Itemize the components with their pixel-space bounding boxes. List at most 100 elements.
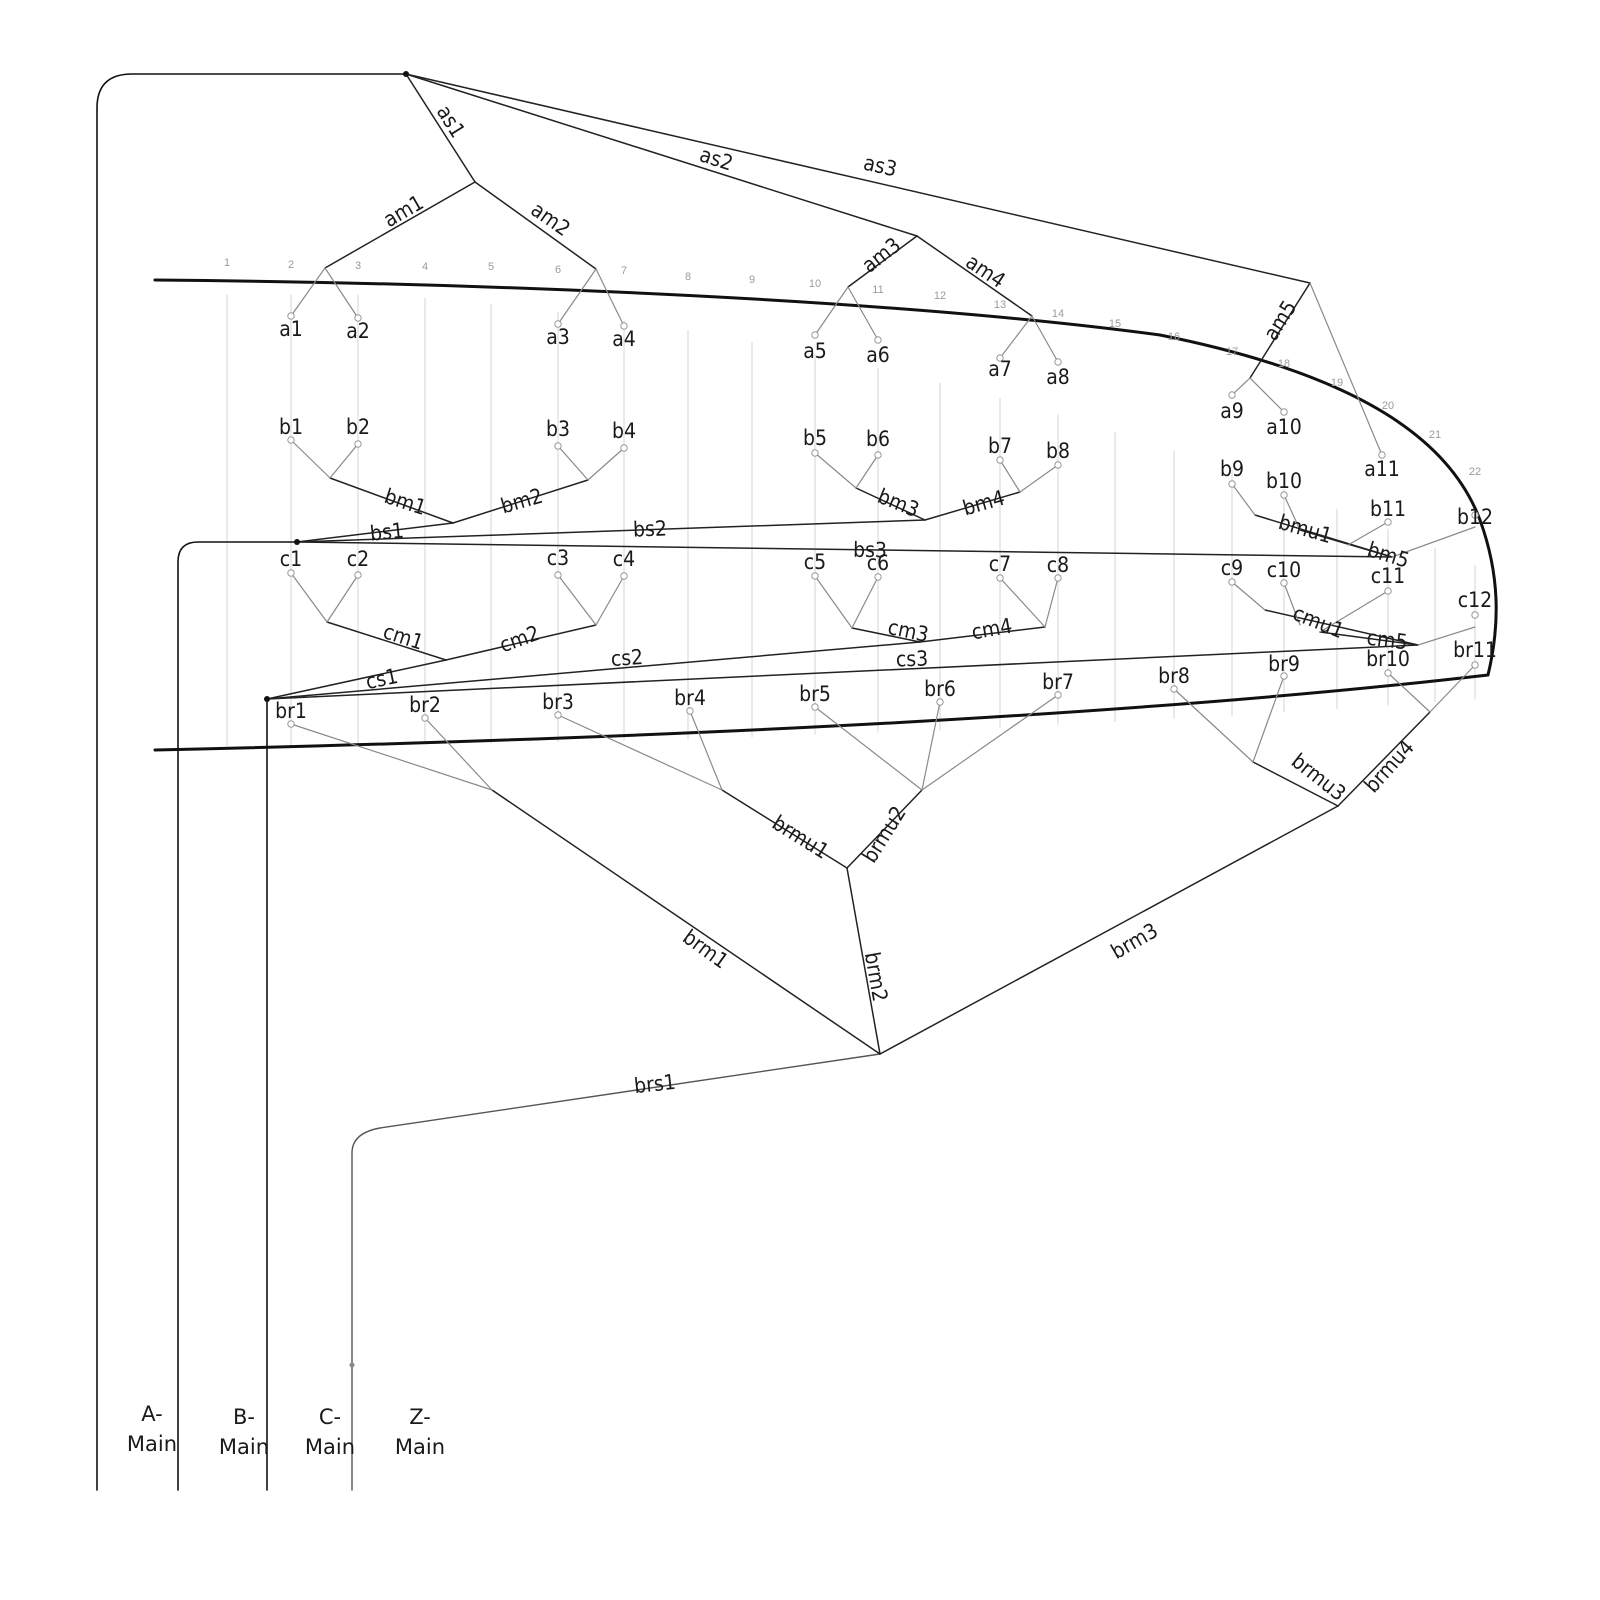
node-label-a2: a2 [346, 319, 370, 343]
node-label-a9: a9 [1220, 399, 1244, 423]
b2-drop [329, 443, 359, 479]
node-label-c7: c7 [989, 552, 1011, 576]
b-node [811, 449, 819, 457]
branch-label-cm4: cm4 [970, 614, 1014, 645]
br-node [1384, 669, 1392, 677]
br-node [936, 698, 944, 706]
b4-drop [587, 447, 625, 481]
node-label-c10: c10 [1267, 558, 1301, 582]
bm4-wire [924, 491, 1021, 521]
branch-label-cs2: cs2 [610, 645, 644, 671]
br11-drop [1429, 664, 1476, 713]
branch-label-bm2: bm2 [498, 484, 545, 519]
b7-drop [999, 459, 1021, 493]
column-number-7: 7 [621, 265, 627, 277]
a-node [1378, 451, 1386, 459]
c-node [620, 572, 628, 580]
b-node [874, 451, 882, 459]
cm2-wire [445, 624, 597, 661]
c3-drop [557, 574, 597, 626]
cm3-wire [851, 627, 921, 643]
column-number-5: 5 [488, 261, 494, 273]
cs3-wire [266, 644, 1419, 700]
b-node [554, 442, 562, 450]
node-label-a1: a1 [279, 317, 303, 341]
branch-label-brmu1: brmu1 [768, 811, 833, 864]
node-label-c12: c12 [1458, 588, 1492, 612]
bm1-wire [329, 477, 454, 524]
z-main-marker [349, 1362, 355, 1368]
wing-top-edge [153, 278, 1498, 677]
brm1-wire [491, 789, 881, 1055]
b-main-label-line1: B- [233, 1405, 255, 1429]
node-label-br3: br3 [542, 690, 574, 714]
br3-drop [557, 714, 723, 791]
a2-drop [324, 267, 359, 319]
bm5-wire [1299, 529, 1393, 558]
a-node [1228, 391, 1236, 399]
b-main-junction [294, 539, 300, 545]
br8-drop [1173, 688, 1254, 763]
node-label-c6: c6 [867, 551, 889, 575]
node-label-a4: a4 [612, 327, 636, 351]
node-label-c9: c9 [1221, 556, 1243, 580]
c-node [1384, 587, 1392, 595]
column-number-22: 22 [1469, 466, 1481, 478]
a4-drop [595, 268, 625, 327]
branch-label-brm2: brm2 [860, 950, 892, 1003]
branch-label-cs1: cs1 [364, 664, 401, 694]
c-main-label-line1: C- [319, 1405, 341, 1429]
b11-drop [1347, 521, 1389, 546]
branch-label-brm3: brm3 [1107, 918, 1162, 964]
node-label-br9: br9 [1268, 652, 1300, 676]
column-grid [226, 294, 1476, 747]
b-node [1471, 511, 1479, 519]
br-node [287, 720, 295, 728]
c-node [1471, 611, 1479, 619]
node-label-br10: br10 [1366, 647, 1410, 671]
node-label-b6: b6 [866, 427, 890, 451]
node-label-c4: c4 [613, 547, 635, 571]
brmu2-wire [846, 789, 923, 869]
bm3-wire [855, 487, 926, 521]
branch-label-am2: am2 [526, 197, 574, 241]
column-number-4: 4 [422, 261, 428, 273]
c10-drop [1283, 582, 1301, 626]
b-node [996, 456, 1004, 464]
b-node [1384, 518, 1392, 526]
c-node [811, 572, 819, 580]
z-main-label-line2: Main [395, 1435, 445, 1459]
br1-drop [290, 723, 493, 791]
am1-wire [324, 181, 476, 269]
br-node [1280, 672, 1288, 680]
cmu1-wire [1264, 609, 1419, 646]
a-node [811, 331, 819, 339]
branch-label-am1: am1 [379, 190, 427, 232]
b-node [354, 440, 362, 448]
node-label-a5: a5 [803, 339, 827, 363]
br4-drop [689, 710, 723, 791]
c5-drop [814, 575, 853, 629]
c6-drop [851, 576, 879, 629]
a-node [354, 314, 362, 322]
cm5-wire [1319, 631, 1419, 646]
c-node [996, 574, 1004, 582]
branch-label-brs1: brs1 [633, 1070, 677, 1098]
node-label-b2: b2 [346, 415, 370, 439]
node-label-br5: br5 [799, 682, 831, 706]
a-main-label-line1: A- [141, 1402, 162, 1426]
node-label-c11: c11 [1371, 564, 1405, 588]
column-number-2: 2 [288, 259, 294, 271]
b-node [287, 436, 295, 444]
branch-label-bm3: bm3 [874, 484, 922, 522]
node-label-br4: br4 [674, 686, 706, 710]
branch-label-as1: as1 [432, 101, 470, 142]
node-label-br8: br8 [1158, 664, 1190, 688]
branch-label-brm1: brm1 [678, 925, 732, 974]
a1-drop [290, 267, 326, 317]
node-label-a8: a8 [1046, 365, 1070, 389]
branch-label-cm5: cm5 [1365, 626, 1408, 655]
b-node [1054, 461, 1062, 469]
c9-drop [1231, 581, 1266, 611]
